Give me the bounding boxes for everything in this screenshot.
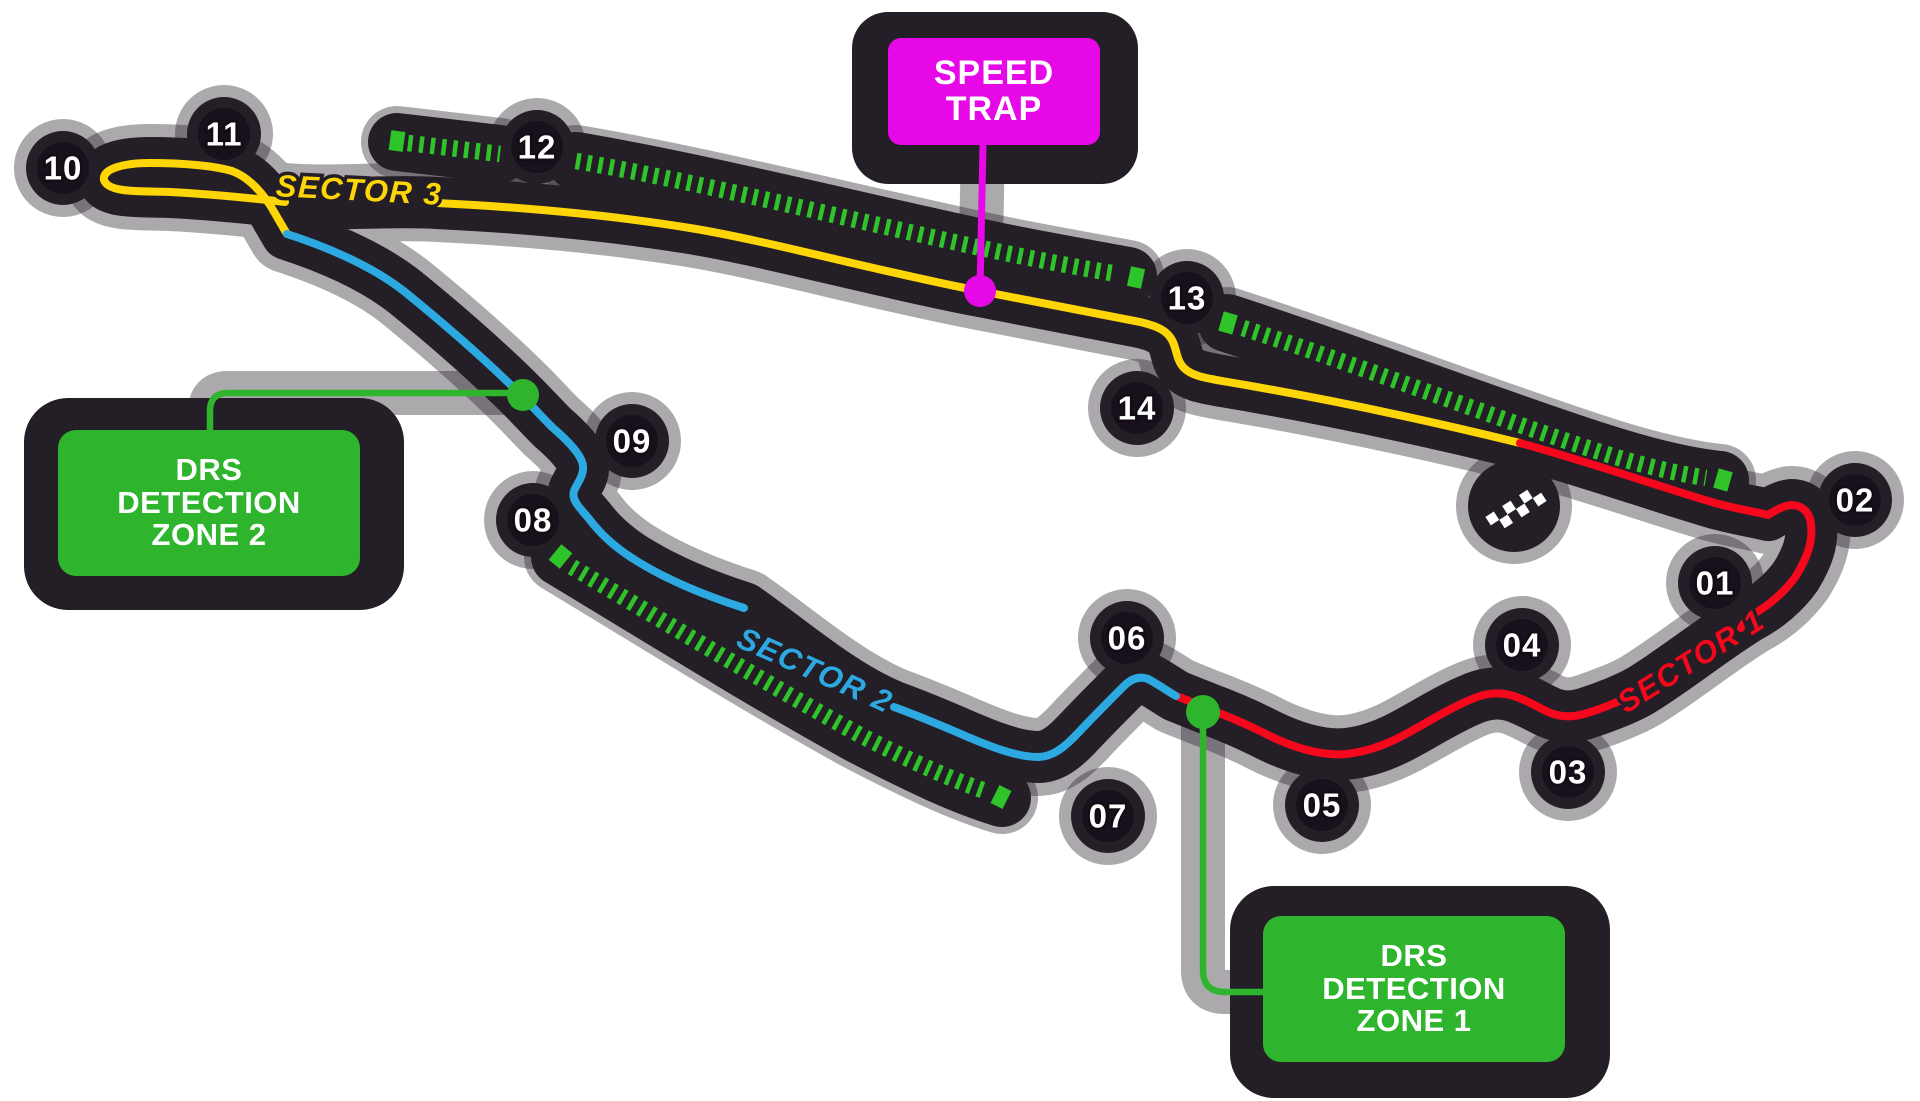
turn-number: 12 (518, 129, 557, 166)
drs1-line2: DETECTION (1322, 970, 1506, 1006)
turn-marker-03: 03 (1542, 746, 1594, 798)
turn-number: 03 (1549, 754, 1588, 791)
drs-detection-dot-2 (507, 379, 539, 411)
turn-marker-04: 04 (1496, 619, 1548, 671)
turn-markers: 01 02 03 04 05 06 07 08 09 10 11 12 13 1… (37, 108, 1881, 842)
speed-trap-line2: TRAP (945, 89, 1043, 128)
turn-number: 14 (1118, 390, 1157, 427)
turn-marker-06: 06 (1101, 612, 1153, 664)
drs-dash-ticks (407, 134, 1708, 800)
turn-marker-12: 12 (511, 121, 563, 173)
speed-trap-line1: SPEED (933, 53, 1055, 92)
drs-dash-end-blocks (388, 130, 1733, 809)
turn-number: 10 (44, 150, 83, 187)
sector3-line (99, 158, 1524, 447)
turn-number: 08 (514, 502, 553, 539)
turn-marker-14: 14 (1111, 382, 1163, 434)
turn-marker-10: 10 (37, 142, 89, 194)
sector1-line (1175, 439, 1816, 759)
turn-number: 01 (1696, 565, 1735, 602)
turn-number: 13 (1168, 280, 1207, 317)
drs1-line3: ZONE 1 (1356, 1003, 1472, 1039)
turn-marker-11: 11 (198, 108, 250, 160)
turn-marker-05: 05 (1296, 779, 1348, 831)
turn-marker-01: 01 (1689, 557, 1741, 609)
drs-detection-2-stem (206, 389, 523, 430)
turn-number: 05 (1303, 787, 1342, 824)
turn-number: 09 (613, 423, 652, 460)
drs2-line2: DETECTION (117, 484, 301, 520)
drs-corridor-band (368, 113, 1749, 827)
turn-number: 02 (1836, 482, 1875, 519)
speed-trap-stem (976, 144, 987, 292)
turn-number: 11 (206, 116, 243, 153)
drs-zone-dashes (388, 130, 1733, 809)
drs2-line1: DRS (175, 452, 243, 488)
drs-detection-zone-1-label: DRS DETECTION ZONE 1 (1263, 916, 1565, 1062)
turn-number: 06 (1108, 620, 1147, 657)
speed-trap-label: SPEED TRAP (888, 38, 1100, 145)
turn-marker-08: 08 (507, 494, 559, 546)
drs1-line1: DRS (1380, 938, 1448, 974)
turn-number: 04 (1503, 627, 1542, 664)
marker-stems (206, 144, 1263, 996)
turn-marker-07: 07 (1082, 790, 1134, 842)
turn-marker-13: 13 (1161, 272, 1213, 324)
checkered-flag-icon (1485, 489, 1547, 529)
drs-detection-dot-1 (1186, 695, 1220, 729)
speed-trap-dot (964, 275, 996, 307)
turn-marker-09: 09 (606, 415, 658, 467)
drs-detection-1-stem (1199, 712, 1263, 996)
sector-lines (99, 158, 1816, 762)
turn-marker-02: 02 (1829, 474, 1881, 526)
sector2-line (283, 230, 1180, 762)
turn-number: 07 (1089, 798, 1128, 835)
drs2-line3: ZONE 2 (151, 517, 267, 553)
drs-detection-zone-2-label: DRS DETECTION ZONE 2 (58, 430, 360, 576)
